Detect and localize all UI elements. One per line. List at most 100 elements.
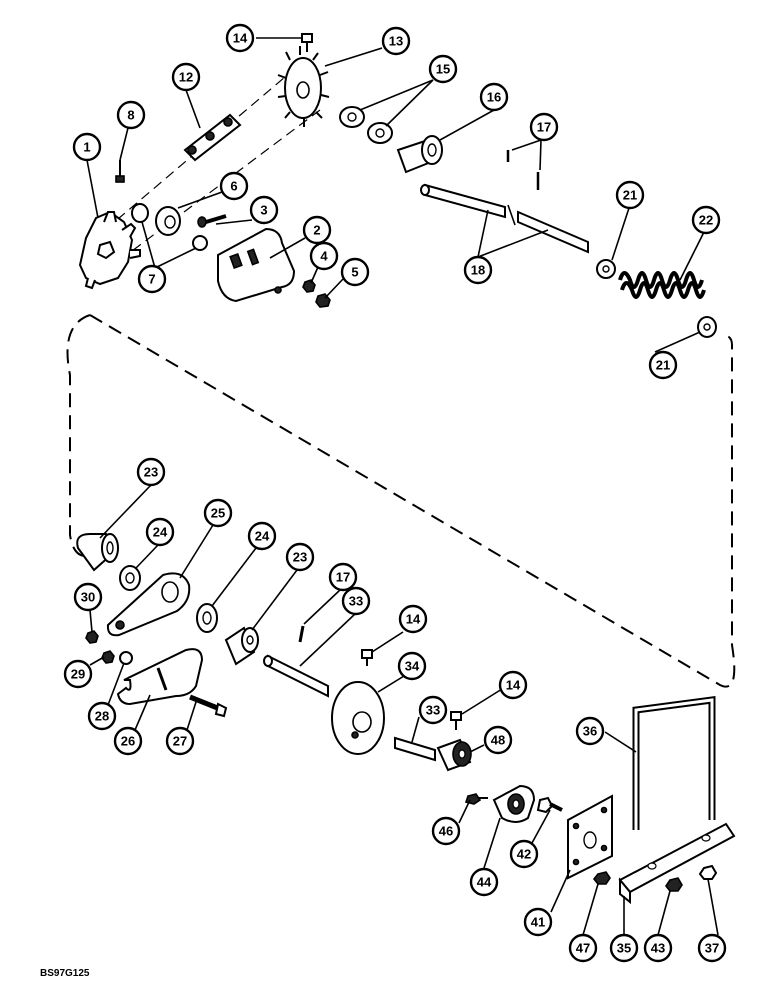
part-47-nut bbox=[592, 871, 611, 885]
callout-34: 34 bbox=[397, 651, 427, 681]
drawing-code: BS97G125 bbox=[40, 968, 90, 979]
svg-text:21: 21 bbox=[623, 188, 637, 203]
part-26-bracket bbox=[116, 648, 204, 706]
svg-text:7: 7 bbox=[148, 272, 155, 287]
part-28-washer bbox=[119, 651, 133, 665]
svg-text:33: 33 bbox=[349, 594, 363, 609]
part-18-shaft bbox=[420, 183, 589, 254]
svg-text:12: 12 bbox=[179, 70, 193, 85]
svg-text:15: 15 bbox=[436, 62, 450, 77]
callout-29: 29 bbox=[63, 659, 93, 689]
callout-15: 15 bbox=[428, 54, 458, 84]
callout-18: 18 bbox=[463, 255, 493, 285]
callout-14-lower: 14 bbox=[498, 670, 528, 700]
svg-text:14: 14 bbox=[406, 612, 421, 627]
svg-text:6: 6 bbox=[230, 179, 237, 194]
part-27-bolt bbox=[189, 694, 228, 718]
callout-24-left: 24 bbox=[145, 517, 175, 547]
svg-text:36: 36 bbox=[583, 724, 597, 739]
leader-lines bbox=[86, 37, 719, 936]
svg-text:14: 14 bbox=[233, 31, 248, 46]
callout-17-lower: 17 bbox=[328, 562, 358, 592]
part-23-hub-right bbox=[224, 626, 259, 666]
svg-text:25: 25 bbox=[211, 506, 225, 521]
svg-text:2: 2 bbox=[313, 223, 320, 238]
callout-27: 27 bbox=[165, 726, 195, 756]
part-3-bolt bbox=[197, 214, 227, 228]
callout-33-upper: 33 bbox=[341, 586, 371, 616]
svg-text:17: 17 bbox=[336, 570, 350, 585]
svg-text:44: 44 bbox=[477, 875, 492, 890]
callout-7: 7 bbox=[137, 264, 167, 294]
svg-text:23: 23 bbox=[293, 550, 307, 565]
callout-48: 48 bbox=[483, 725, 513, 755]
callout-3: 3 bbox=[249, 195, 279, 225]
svg-text:28: 28 bbox=[95, 709, 109, 724]
callout-23-right: 23 bbox=[285, 542, 315, 572]
part-4-nut bbox=[302, 279, 316, 293]
svg-text:24: 24 bbox=[153, 525, 168, 540]
svg-text:42: 42 bbox=[517, 847, 531, 862]
svg-text:41: 41 bbox=[531, 915, 545, 930]
svg-text:26: 26 bbox=[121, 734, 135, 749]
part-43-nut bbox=[665, 877, 683, 892]
svg-text:13: 13 bbox=[389, 34, 403, 49]
callout-37: 37 bbox=[697, 933, 727, 963]
part-8-screw bbox=[115, 160, 125, 183]
part-7-washers bbox=[131, 203, 208, 251]
callout-21-top: 21 bbox=[615, 180, 645, 210]
part-14-screw-top bbox=[301, 33, 313, 52]
part-15-washers bbox=[339, 106, 393, 144]
part-23-hub-left bbox=[76, 533, 119, 572]
svg-text:34: 34 bbox=[405, 659, 420, 674]
svg-text:17: 17 bbox=[537, 120, 551, 135]
svg-text:29: 29 bbox=[71, 667, 85, 682]
part-13-sprocket bbox=[277, 46, 330, 127]
svg-text:21: 21 bbox=[656, 358, 670, 373]
callout-24-right: 24 bbox=[247, 521, 277, 551]
callout-17-top: 17 bbox=[529, 112, 559, 142]
svg-text:43: 43 bbox=[651, 941, 665, 956]
part-21-washer-bottom bbox=[697, 316, 717, 338]
callout-14-middle: 14 bbox=[398, 604, 428, 634]
svg-text:27: 27 bbox=[173, 734, 187, 749]
callout-6: 6 bbox=[219, 171, 249, 201]
callout-4: 4 bbox=[309, 241, 339, 271]
part-14-screw-lower bbox=[450, 711, 462, 730]
svg-text:47: 47 bbox=[576, 941, 590, 956]
callout-13: 13 bbox=[381, 26, 411, 56]
svg-text:8: 8 bbox=[127, 108, 134, 123]
part-17-pin-lower bbox=[298, 625, 305, 643]
part-1-sprocket bbox=[78, 210, 141, 290]
callout-30: 30 bbox=[73, 582, 103, 612]
part-25-arm-plate bbox=[106, 572, 191, 637]
part-33-shaft-upper bbox=[263, 654, 329, 698]
assembly-link-dashed bbox=[66, 314, 736, 688]
part-21-washer-top bbox=[596, 259, 616, 279]
part-14-screw-middle bbox=[361, 649, 373, 666]
part-24-washer-left bbox=[119, 565, 141, 591]
callout-14-top: 14 bbox=[225, 23, 255, 53]
callout-26: 26 bbox=[113, 726, 143, 756]
callout-33-lower: 33 bbox=[418, 695, 448, 725]
part-17-pins-top bbox=[506, 150, 540, 190]
callout-12: 12 bbox=[171, 62, 201, 92]
svg-text:18: 18 bbox=[471, 263, 485, 278]
callout-44: 44 bbox=[469, 867, 499, 897]
svg-text:37: 37 bbox=[705, 941, 719, 956]
part-44-flange-bearing bbox=[492, 784, 536, 823]
callout-21-bottom: 21 bbox=[648, 350, 678, 380]
svg-text:1: 1 bbox=[83, 140, 90, 155]
callout-8: 8 bbox=[116, 100, 146, 130]
svg-text:23: 23 bbox=[144, 465, 158, 480]
svg-text:35: 35 bbox=[617, 941, 631, 956]
callout-25: 25 bbox=[203, 498, 233, 528]
callout-36: 36 bbox=[575, 716, 605, 746]
part-37-nut bbox=[698, 864, 718, 880]
callout-5: 5 bbox=[340, 257, 370, 287]
part-48-collar bbox=[436, 738, 472, 772]
svg-text:5: 5 bbox=[351, 265, 358, 280]
parts-drawing bbox=[66, 33, 736, 905]
part-42-bolt bbox=[536, 796, 563, 814]
part-36-u-bolt bbox=[632, 696, 716, 830]
